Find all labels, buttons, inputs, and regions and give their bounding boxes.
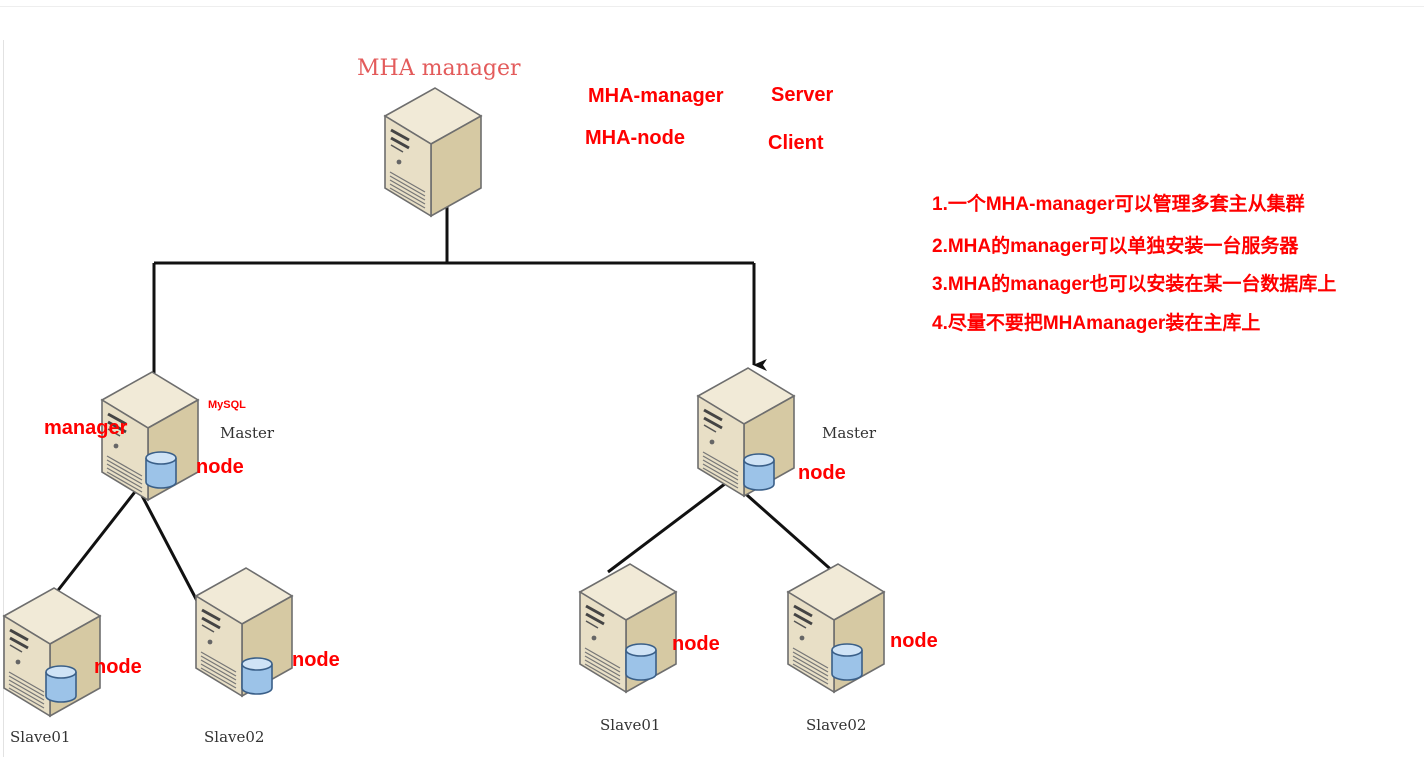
database-icon bbox=[743, 453, 775, 491]
left-slave1-label: Slave01 bbox=[10, 728, 71, 746]
right-master-slave1-line bbox=[607, 478, 731, 574]
legend-manager-label: MHA-manager bbox=[588, 85, 724, 107]
database-icon bbox=[831, 643, 863, 681]
left-master-label: Master bbox=[220, 424, 275, 442]
mysql-label: MySQL bbox=[208, 399, 246, 411]
left-slave2-label: Slave02 bbox=[204, 728, 265, 746]
right-master-label: Master bbox=[822, 424, 877, 442]
note-item: 1.一个MHA-manager可以管理多套主从集群 bbox=[932, 194, 1305, 215]
diagram-title: MHA manager bbox=[357, 56, 521, 81]
right-slave1-label: Slave01 bbox=[600, 716, 661, 734]
legend-server-label: Server bbox=[771, 84, 834, 106]
database-icon bbox=[625, 643, 657, 681]
right-slave2-node-label: node bbox=[890, 630, 938, 652]
database-icon bbox=[145, 451, 177, 489]
note-item: 3.MHA的manager也可以安装在某一台数据库上 bbox=[932, 274, 1337, 295]
database-icon bbox=[241, 657, 273, 695]
right-master-slave2-line bbox=[729, 478, 837, 576]
legend-client-label: Client bbox=[768, 132, 824, 154]
left-slave1-node-label: node bbox=[94, 656, 142, 678]
left-master-node-label: node bbox=[196, 456, 244, 478]
legend-node-label: MHA-node bbox=[585, 127, 685, 149]
manager-label: manager bbox=[44, 417, 128, 439]
left-master-slave2-line bbox=[136, 487, 208, 619]
right-master-node-label: node bbox=[798, 462, 846, 484]
top-divider bbox=[0, 6, 1424, 7]
server-icon bbox=[383, 86, 483, 218]
database-icon bbox=[45, 665, 77, 703]
left-slave2-node-label: node bbox=[292, 649, 340, 671]
note-item: 2.MHA的manager可以单独安装一台服务器 bbox=[932, 236, 1299, 257]
right-slave2-label: Slave02 bbox=[806, 716, 867, 734]
left-master-slave1-line bbox=[50, 487, 140, 599]
right-slave1-node-label: node bbox=[672, 633, 720, 655]
note-item: 4.尽量不要把MHAmanager装在主库上 bbox=[932, 313, 1261, 334]
left-divider bbox=[3, 40, 4, 757]
